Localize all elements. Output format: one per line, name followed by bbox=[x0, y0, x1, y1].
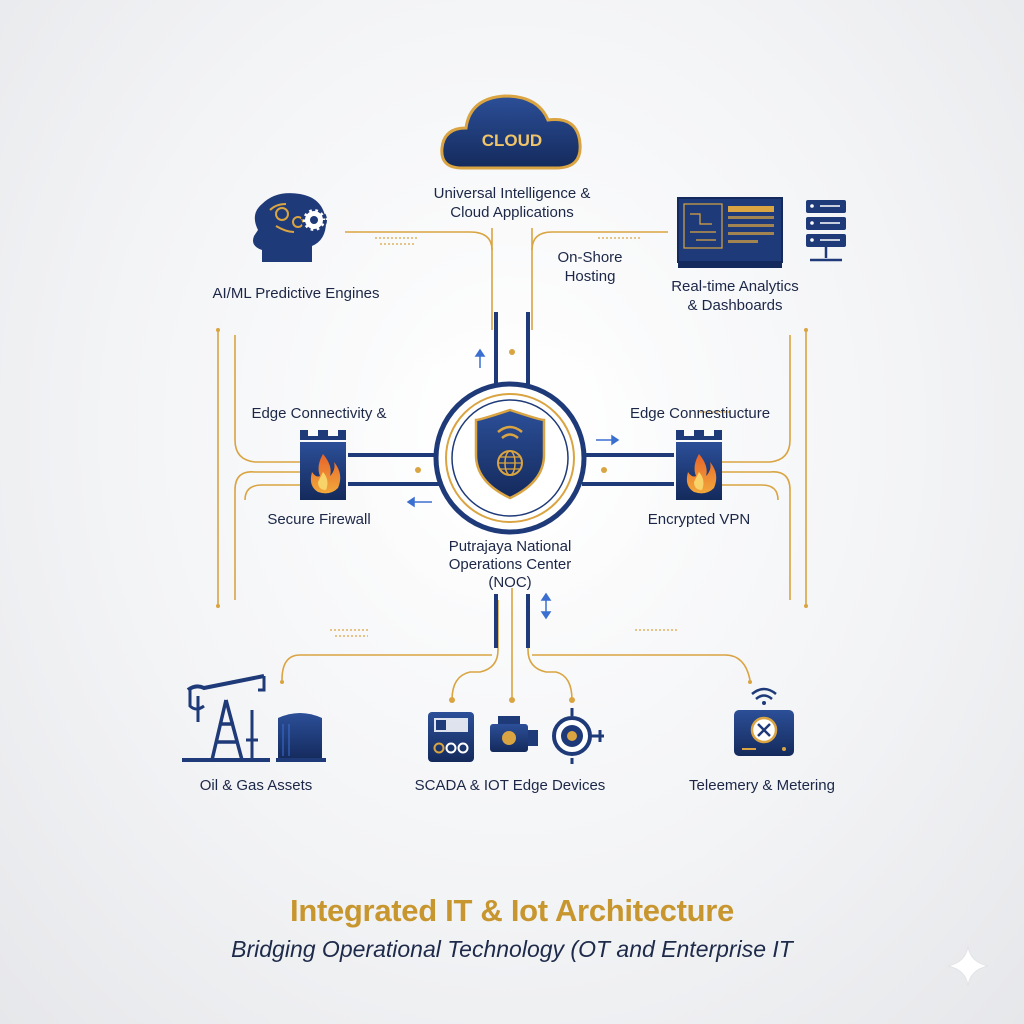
iot-edge-module-icon bbox=[490, 716, 538, 752]
telemetry-meter-icon bbox=[734, 687, 794, 756]
storage-tank-icon bbox=[276, 713, 326, 762]
ai-label: AI/ML Predictive Engines bbox=[212, 285, 380, 302]
gold-connector-lines bbox=[217, 227, 807, 701]
oil-pump-jack-icon bbox=[182, 674, 270, 762]
firewall-bottom-label: Secure Firewall bbox=[267, 511, 371, 528]
noc-label-line-1: Putrajaya National bbox=[448, 538, 572, 555]
shield-wifi-globe-icon bbox=[474, 408, 546, 500]
dash-marks bbox=[330, 237, 730, 637]
navy-bus-lines bbox=[348, 312, 674, 648]
firewall-tower-icon bbox=[300, 430, 346, 500]
page-title: Integrated IT & Iot Architecture bbox=[290, 893, 734, 928]
analytics-label-line-1: Real-time Analytics bbox=[671, 278, 799, 295]
dashboard-monitor-icon bbox=[677, 197, 783, 268]
analytics-label-line-2: & Dashboards bbox=[687, 297, 783, 314]
vpn-tower-icon bbox=[676, 430, 722, 500]
dotted-accents bbox=[216, 328, 808, 703]
onshore-label-line-2: Hosting bbox=[564, 268, 616, 285]
vpn-bottom-label: Encrypted VPN bbox=[647, 511, 751, 528]
noc-hub bbox=[433, 381, 587, 535]
telemetry-label: Teleemery & Metering bbox=[689, 777, 835, 794]
scada-device-icon bbox=[428, 712, 474, 762]
page-subtitle: Bridging Operational Technology (OT and … bbox=[231, 936, 793, 962]
cloud-label-line-1: Universal Intelligence & bbox=[433, 185, 591, 202]
ai-brain-gear-icon bbox=[253, 193, 327, 262]
sensor-meter-icon bbox=[552, 708, 604, 764]
server-rack-icon bbox=[806, 200, 846, 262]
cloud-icon bbox=[440, 94, 582, 170]
noc-label: Putrajaya National Operations Center (NO… bbox=[420, 538, 600, 592]
analytics-label: Real-time Analytics & Dashboards bbox=[650, 277, 820, 315]
firewall-top-label: Edge Connectivity & bbox=[251, 405, 387, 422]
onshore-label: On-Shore Hosting bbox=[540, 248, 640, 286]
noc-label-line-2: Operations Center bbox=[448, 556, 572, 573]
flow-arrows bbox=[406, 348, 620, 620]
vpn-top-label: Edge Connestiucture bbox=[629, 405, 771, 422]
onshore-label-line-1: On-Shore bbox=[557, 249, 623, 266]
cloud-label-line-2: Cloud Applications bbox=[450, 204, 574, 221]
scada-label: SCADA & IOT Edge Devices bbox=[414, 777, 606, 794]
oil-label: Oil & Gas Assets bbox=[199, 777, 313, 794]
noc-label-line-3: (NOC) bbox=[488, 574, 532, 591]
cloud-badge-label: CLOUD bbox=[481, 131, 543, 150]
sparkle-icon bbox=[947, 945, 989, 987]
cloud-label: Universal Intelligence & Cloud Applicati… bbox=[392, 184, 632, 222]
